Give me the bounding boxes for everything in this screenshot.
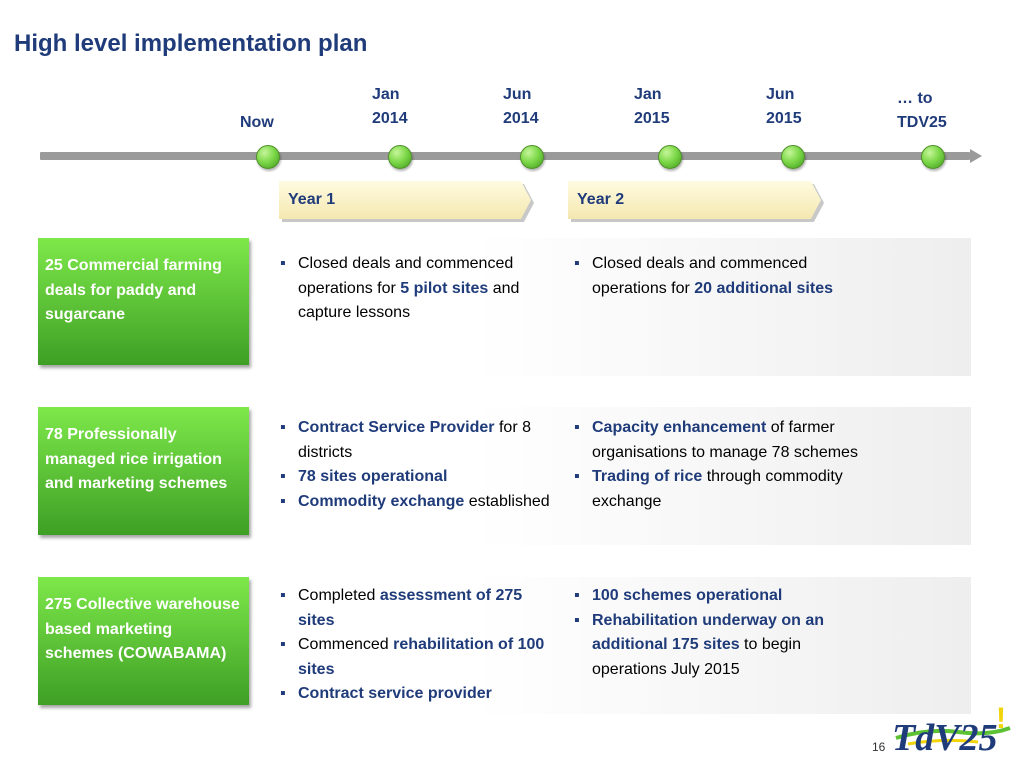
bold-text: 78 sites operational (298, 468, 448, 485)
milestone-label: … to TDV25 (897, 90, 947, 131)
milestone-label-now: Now (240, 114, 274, 131)
bullet-item: Completed assessment of 275 sites (278, 584, 550, 633)
milestone-dot (781, 145, 805, 169)
bold-text: Capacity enhancement (592, 419, 767, 436)
logo-text: TdV25 (892, 717, 998, 759)
text: for 8 districts (298, 419, 531, 461)
year-2-banner: Year 2 (568, 181, 821, 219)
milestone-label: Jun 2015 (766, 86, 802, 127)
text: and capture lessons (298, 279, 520, 322)
bullet-item: Closed deals and commenced operations fo… (572, 252, 872, 301)
text: Commenced (298, 636, 394, 653)
text: established (464, 492, 550, 510)
row-3-year-1: Completed assessment of 275 sitesCommenc… (278, 584, 550, 707)
bullet-item: Commodity exchange established (278, 490, 550, 515)
row-2-year-1: Contract Service Provider for 8 district… (278, 416, 550, 514)
timeline-line (40, 152, 970, 160)
text: to begin operations July 2015 (592, 636, 801, 678)
text: of farmer organisations to manage 78 sch… (592, 419, 858, 461)
milestone-label: Jun 2014 (503, 86, 539, 127)
milestone-dot (388, 145, 412, 169)
milestone-label: Jan 2015 (634, 86, 670, 127)
row-1-year-2: Closed deals and commenced operations fo… (572, 252, 872, 301)
text: Closed deals and commenced operations fo… (592, 255, 808, 297)
year-1-banner: Year 1 (279, 181, 531, 219)
bold-text: Commodity exchange (298, 492, 465, 510)
milestone-dot (658, 145, 682, 169)
bullet-item: Rehabilitation underway on an additional… (572, 609, 864, 683)
bullet-item: Trading of rice through commodity exchan… (572, 465, 872, 514)
text: Closed deals and commenced operations fo… (298, 255, 514, 297)
bullet-item: Commenced rehabilitation of 100 sites (278, 633, 550, 682)
bold-text: assessment of 275 sites (298, 587, 523, 629)
bullet-item: Closed deals and commenced operations fo… (278, 252, 550, 326)
bold-text: Trading of rice (592, 468, 703, 485)
row-label-irrigation-schemes: 78 Professionally managed rice irrigatio… (38, 407, 249, 535)
row-label-commercial-farming: 25 Commercial farming deals for paddy an… (38, 238, 249, 365)
bullet-item: Contract service provider (278, 682, 550, 707)
bullet-item: Contract Service Provider for 8 district… (278, 416, 550, 465)
row-2-year-2: Capacity enhancement of farmer organisat… (572, 416, 872, 514)
row-1-year-1: Closed deals and commenced operations fo… (278, 252, 550, 326)
milestone-label: Jan 2014 (372, 86, 408, 127)
bold-text: Contract Service Provider (298, 419, 495, 436)
logo-exclaim: ! (996, 702, 1006, 735)
bold-text: rehabilitation of 100 sites (298, 636, 545, 678)
text: through commodity exchange (592, 468, 843, 510)
milestone-dot (256, 145, 280, 169)
bullet-item: 78 sites operational (278, 465, 550, 490)
milestone-dot (921, 145, 945, 169)
bold-text: Rehabilitation underway on an additional… (592, 611, 825, 654)
bold-text: Contract service provider (298, 685, 492, 702)
bullet-item: 100 schemes operational (572, 584, 864, 609)
timeline-arrow-icon (970, 149, 982, 163)
row-label-warehouse-schemes: 275 Collective warehouse based marketing… (38, 577, 249, 705)
bold-text: 20 additional sites (694, 279, 833, 297)
page-title: High level implementation plan (14, 30, 368, 57)
milestone-dot (520, 145, 544, 169)
text: Completed (298, 587, 380, 604)
bullet-item: Capacity enhancement of farmer organisat… (572, 416, 872, 465)
tdv25-logo: TdV25 ! (888, 698, 1016, 760)
page-number: 16 (872, 740, 886, 754)
bold-text: 100 schemes operational (592, 587, 783, 604)
bold-text: 5 pilot sites (400, 279, 489, 297)
row-3-year-2: 100 schemes operationalRehabilitation un… (572, 584, 864, 682)
